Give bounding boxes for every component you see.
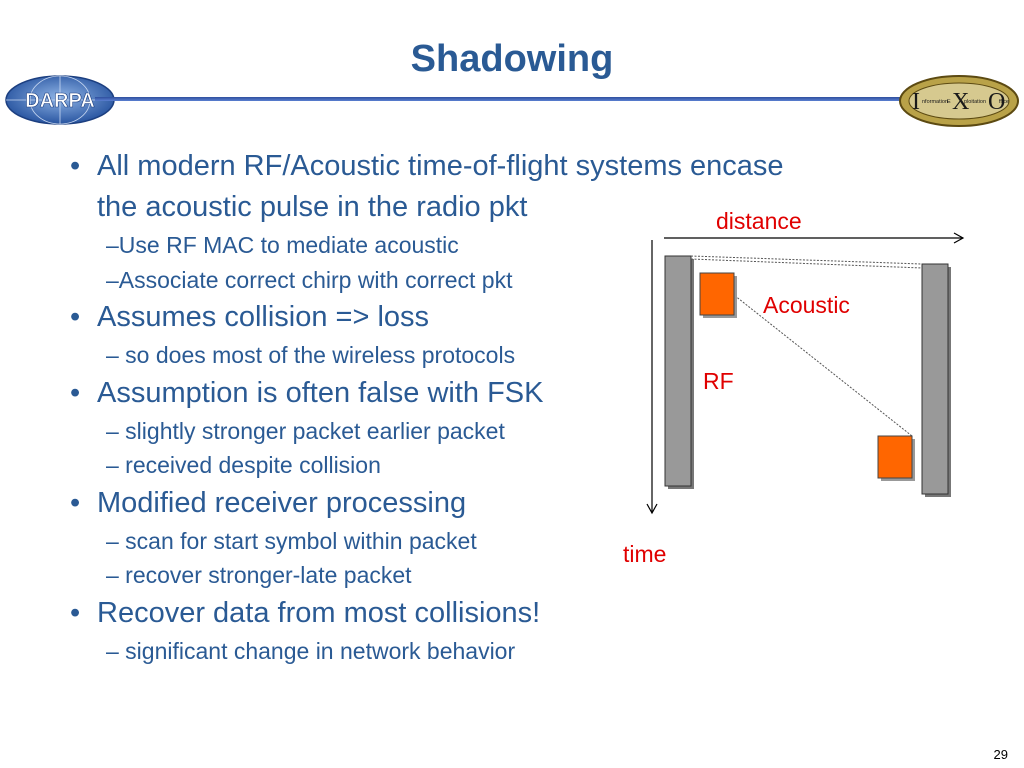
iexo-word-exploitation: ploitation <box>964 99 986 105</box>
iexo-letter-x: X <box>952 89 969 115</box>
shadowing-diagram: distance Acoustic RF time <box>623 208 965 567</box>
bullet-4: •Modified receiver processing <box>70 483 930 524</box>
left-node-bar <box>664 255 692 487</box>
time-label: time <box>623 541 666 567</box>
sub-bullet-4-1: – scan for start symbol within packet <box>106 527 477 554</box>
sub-bullet-3-1: – slightly stronger packet earlier packe… <box>106 417 505 444</box>
rf-propagation-line-top <box>690 255 923 265</box>
iexo-letter-o: O <box>988 89 1005 115</box>
bullet-5: •Recover data from most collisions! <box>70 593 930 634</box>
distance-label: distance <box>716 208 802 234</box>
acoustic-propagation-line <box>709 275 913 437</box>
sub-bullet-1-1: –Use RF MAC to mediate acoustic <box>106 232 459 258</box>
sub-bullet-2-1: – so does most of the wireless protocols <box>106 342 516 368</box>
sub-bullet-5-1: – significant change in network behavior <box>106 637 516 664</box>
bullet-4-line-1: Modified receiver processing <box>97 486 467 519</box>
page-number: 29 <box>993 747 1008 762</box>
sub-bullet-4-2: – recover stronger-late packet <box>106 562 412 588</box>
iexo-word-information: nformation <box>922 99 948 105</box>
bullet-2-line-1: Assumes collision => loss <box>97 301 430 333</box>
bullet-5-line-1: Recover data from most collisions! <box>97 596 541 629</box>
title-rule <box>95 97 915 101</box>
right-node-bar <box>921 263 949 495</box>
iexo-letter-i: I <box>912 89 920 115</box>
bullet-3-line-1: Assumption is often false with FSK <box>97 376 544 409</box>
darpa-logo-text: DARPA <box>25 90 95 112</box>
acoustic-label: Acoustic <box>763 292 850 318</box>
rf-propagation-line-bottom <box>690 258 923 269</box>
rf-label: RF <box>703 368 734 394</box>
bullet-2: •Assumes collision => loss <box>70 297 930 338</box>
bullet-1-line-1: All modern RF/Acoustic time-of-flight sy… <box>97 150 784 182</box>
iexo-word-e: E <box>947 99 951 105</box>
bullet-3: •Assumption is often false with FSK <box>70 373 930 414</box>
received-packet <box>877 435 913 479</box>
sub-bullet-1-2: –Associate correct chirp with correct pk… <box>106 266 513 293</box>
bullet-1: •All modern RF/Acoustic time-of-flight s… <box>70 146 930 228</box>
bullet-1-line-2: the acoustic pulse in the radio pkt <box>97 191 528 223</box>
sent-packet <box>699 272 735 316</box>
iexo-word-office: ffice <box>999 99 1009 105</box>
bullet-list: •All modern RF/Acoustic time-of-flight s… <box>70 146 930 668</box>
iexo-logo: I X O nformation E ploitation ffice <box>899 75 1019 127</box>
sub-bullet-3-2: – received despite collision <box>106 452 381 478</box>
slide-title: Shadowing <box>410 38 614 80</box>
